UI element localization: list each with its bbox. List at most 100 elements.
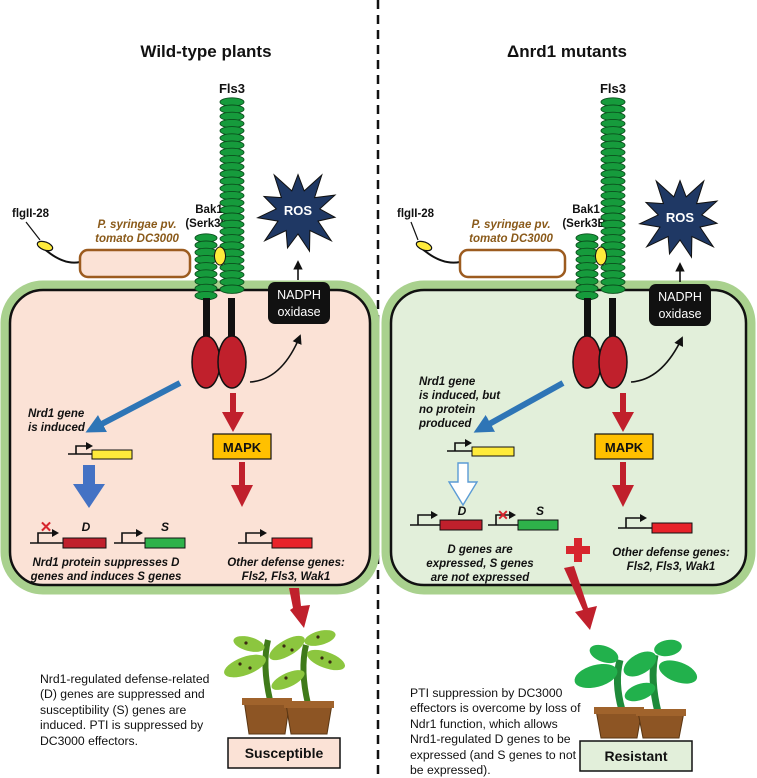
left-defense-line1: Other defense genes: (227, 557, 345, 569)
left-nrd1-promoter (68, 445, 92, 455)
right-caption-note: PTI suppression by DC3000 effectors is o… (410, 686, 581, 778)
right-nadph-line1: NADPH (658, 290, 702, 304)
left-nadph-line1: NADPH (277, 288, 321, 302)
left-caption-note: Nrd1-regulated defense-related (D) genes… (40, 672, 210, 748)
left-panel-title: Wild-type plants (140, 42, 271, 61)
right-panel: Δnrd1 mutants flgII-28 P. syringae pv. t… (381, 42, 756, 772)
right-express-line2: expressed, S genes (426, 558, 533, 570)
right-d-promoter (410, 514, 440, 526)
right-fls3-tm (609, 298, 616, 343)
right-nrd1-text-line4: produced (418, 418, 472, 430)
right-nrd1-gene (471, 446, 515, 457)
left-d-repressed-mark: ✕ (40, 519, 53, 536)
right-nrd1-text-line3: no protein (419, 404, 475, 416)
left-outcome-label: Susceptible (245, 745, 324, 761)
right-mapk-box (594, 433, 654, 460)
right-defense-promoter (618, 517, 652, 529)
right-pathogen-cell (458, 248, 567, 279)
right-bound-ligand (595, 246, 607, 266)
right-express-line3: are not expressed (431, 572, 530, 584)
right-fls3-kinase (598, 335, 628, 389)
right-mapk-arrow (612, 393, 634, 432)
right-nrd1-text-line2: is induced, but (419, 390, 501, 402)
right-nrd1-promoter (447, 442, 472, 452)
right-bak1-kinase (572, 335, 602, 389)
left-nrd1-promoter-head (86, 442, 93, 450)
right-panel-title: Δnrd1 mutants (507, 42, 627, 61)
left-kinase-to-nadph-arrow (249, 334, 302, 383)
right-defense-line1: Other defense genes: (612, 547, 730, 559)
right-ligand-pointer (410, 221, 419, 241)
left-s-gene (144, 537, 186, 549)
left-defense-promoter (238, 532, 272, 544)
right-outcome-arrow (564, 566, 597, 630)
left-suppress-line2: genes and induces S genes (30, 571, 182, 583)
left-s-label: S (161, 520, 169, 534)
left-s-promoter-head (136, 529, 143, 537)
right-nadph-box (649, 284, 711, 326)
right-fls3-ecto-domain (600, 97, 626, 294)
left-s-promoter (114, 532, 145, 544)
left-fls3-ecto-domain (219, 97, 245, 294)
right-nadph-line2: oxidase (658, 307, 701, 321)
left-outcome-box (227, 737, 341, 769)
right-s-repressed-mark: ✕ (497, 507, 509, 523)
left-nadph-box (268, 282, 330, 324)
left-ligand-epitope (36, 240, 54, 252)
right-pathogen-line2: tomato DC3000 (469, 233, 553, 245)
right-combine-plus (566, 538, 590, 562)
left-susceptible-plants (224, 630, 345, 735)
left-panel: Wild-type plants flgII-28 P. syringae pv… (0, 42, 380, 769)
left-bak1-tm (203, 298, 210, 343)
right-d-gene (439, 519, 483, 531)
left-mapk-label: MAPK (223, 440, 262, 455)
left-bound-ligand (214, 246, 226, 266)
left-fls3-tm (228, 298, 235, 343)
left-defense-line2: Fls2, Fls3, Wak1 (242, 571, 331, 583)
right-defense-gene (651, 522, 693, 534)
left-nrd1-protein-arrow (73, 465, 105, 508)
right-resistant-plants (574, 639, 698, 739)
left-outcome-arrow (289, 588, 310, 628)
left-d-promoter (30, 532, 63, 544)
right-s-promoter (488, 514, 518, 526)
left-ligand-label: flgII-28 (12, 208, 50, 220)
left-ros-label: ROS (284, 203, 313, 218)
left-nrd1-text-line2: is induced (28, 422, 86, 434)
right-ligand-epitope (415, 240, 433, 252)
left-defense-arrow (231, 462, 253, 507)
right-nrd1-induction-arrow (473, 380, 565, 433)
left-suppress-line1: Nrd1 protein suppresses D (33, 557, 180, 569)
right-bak1-tm (584, 298, 591, 343)
right-nrd1-promoter-head (465, 439, 472, 447)
left-cell-membrane (0, 280, 380, 595)
left-pathogen-line2: tomato DC3000 (95, 233, 179, 245)
right-cell-membrane (381, 280, 756, 595)
right-defense-promoter-head (640, 514, 647, 522)
left-bak1-label: Bak1 (195, 204, 223, 216)
left-cell-wall (8, 288, 372, 587)
left-nrd1-induction-arrow (85, 380, 182, 433)
right-kinase-to-nadph-arrow (630, 336, 684, 383)
left-bak1-ecto-domain (194, 233, 218, 301)
left-nadph-line2: oxidase (277, 305, 320, 319)
left-ros-burst (256, 173, 337, 253)
right-express-line1: D genes are (447, 544, 513, 556)
left-ligand-pointer (25, 221, 41, 241)
right-fls3-label: Fls3 (600, 81, 626, 96)
left-d-promoter-head (52, 529, 59, 537)
right-bak1-ecto-domain (575, 233, 599, 301)
left-mapk-arrow (222, 393, 244, 432)
right-s-promoter-head (509, 511, 516, 519)
right-bak1-label: Bak1 (572, 204, 600, 216)
left-mapk-box (212, 433, 272, 460)
right-ros-burst (638, 179, 719, 259)
left-defense-gene (271, 537, 313, 549)
right-pathogen-line1: P. syringae pv. (471, 219, 550, 231)
right-d-label: D (458, 504, 467, 518)
left-nrd1-text-line1: Nrd1 gene (28, 408, 85, 420)
left-pathogen-cell (78, 248, 192, 279)
right-defense-line2: Fls2, Fls3, Wak1 (627, 561, 716, 573)
right-cell-wall (389, 288, 748, 587)
